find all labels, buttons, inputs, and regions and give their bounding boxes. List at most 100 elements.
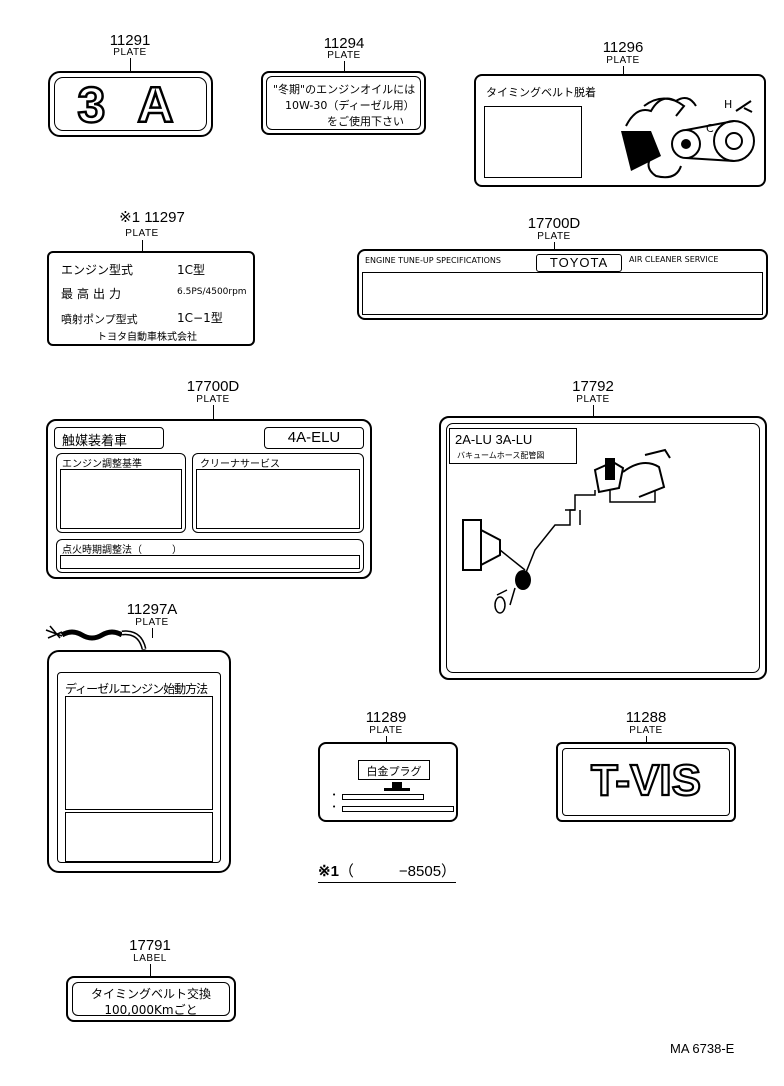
plate-11297A-box-top: [65, 696, 213, 810]
label-17791-inner-border: [72, 982, 230, 1016]
plate-17700D-bottom-box1-label: エンジン調整基準: [62, 459, 142, 470]
plate-11297: エンジン型式 1C型 最高出力 6.5PS/4500rpm 噴射ポンプ型式 1C…: [47, 251, 255, 346]
footnote-marker: ※1: [318, 863, 339, 880]
plate-11294-inner-border: [266, 76, 421, 130]
part-number-17791: 17791: [129, 937, 171, 954]
plate-11296-c-label: C: [706, 122, 714, 135]
plate-11291-inner-border: [54, 77, 207, 131]
part-kind-11297A: PLATE: [135, 617, 169, 628]
part-kind-17792: PLATE: [576, 394, 610, 405]
part-11297-number: 11297: [144, 209, 185, 226]
plate-11297A-inner-border: [57, 672, 221, 863]
plate-17700D-bottom-box2-field: [196, 469, 360, 529]
plate-17700D-bottom-tag: 触媒装着車: [62, 434, 128, 449]
plate-17700D-top-left-label: ENGINE TUNE-UP SPECIFICATIONS: [365, 256, 501, 265]
plate-11289-field-1: [342, 794, 424, 800]
plate-11297A: ディーゼルエンジン始動方法: [47, 650, 231, 873]
plate-17700D-bottom: 触媒装着車 4A-ELU エンジン調整基準 クリーナサービス 点火時期調整法（ …: [46, 419, 372, 579]
part-number-11296: 11296: [602, 39, 644, 56]
leader-line-11288: [646, 736, 647, 743]
plate-11289-title: 白金プラグ: [366, 765, 422, 778]
part-number-17700D-bottom: 17700D: [186, 378, 240, 395]
plate-17700D-bottom-box3-field: [60, 555, 360, 569]
plate-11291: 3 A: [48, 71, 213, 137]
plate-11288-inner-border: [562, 748, 730, 816]
part-number-11291: 11291: [109, 32, 151, 49]
plate-11289-bullet-1: •: [332, 791, 337, 799]
leader-line-11296: [623, 66, 624, 75]
leader-line-11291: [130, 58, 131, 72]
plate-17700D-bottom-model-box: [264, 427, 364, 449]
plate-11297-row3-label: 噴射ポンプ型式: [61, 313, 138, 326]
label-17791: タイミングベルト交換 100,000Kmごと: [66, 976, 236, 1022]
part-kind-17700D-top: PLATE: [537, 231, 571, 242]
leader-line-11297: [142, 240, 143, 252]
plate-11297-row1-label: エンジン型式: [61, 263, 134, 277]
part-kind-11288: PLATE: [629, 725, 663, 736]
plate-17700D-top: ENGINE TUNE-UP SPECIFICATIONS TOYOTA AIR…: [357, 249, 768, 320]
part-kind-11294: PLATE: [327, 50, 361, 61]
plate-17700D-bottom-box1-field: [60, 469, 182, 529]
plate-17792-inner-border: [446, 423, 760, 673]
plate-17700D-bottom-tag-box: [54, 427, 164, 449]
plate-17700D-top-brand: TOYOTA: [549, 255, 609, 270]
part-number-17792: 17792: [572, 378, 614, 395]
part-11297-marker: ※1: [119, 209, 141, 226]
vacuum-hose-diagram: [462, 448, 671, 614]
timing-belt-illustration: [621, 96, 755, 179]
leader-line-17792: [593, 405, 594, 417]
part-number-11294: 11294: [323, 35, 365, 52]
leader-line-17791: [150, 964, 151, 977]
part-kind-11291: PLATE: [113, 47, 147, 58]
part-kind-11297: PLATE: [125, 228, 159, 239]
plate-17700D-bottom-box3: [56, 539, 364, 573]
leader-line-11294: [344, 61, 345, 72]
plate-17700D-bottom-box3-label: 点火時期調整法（ ）: [62, 545, 182, 556]
footnote-text: （ −8505）: [338, 863, 457, 880]
label-17791-line2: 100,000Kmごと: [104, 1003, 198, 1017]
drawing-code: MA 6738-E: [670, 1041, 735, 1056]
plate-11289-title-box: [358, 760, 430, 780]
part-number-11297A: 11297A: [126, 601, 178, 618]
plate-11297-row2-label: 最高出力: [61, 287, 126, 301]
plate-17700D-top-brand-box: [536, 254, 622, 272]
plate-11297A-title: ディーゼルエンジン始動方法: [65, 682, 208, 696]
plate-11294-line2: 10W-30（ディーゼル用）: [285, 99, 415, 112]
plate-17700D-bottom-box2-label: クリーナサービス: [200, 459, 280, 470]
spark-plug-icon: [384, 782, 410, 791]
plate-17792-title-box: [449, 428, 577, 464]
plate-17700D-top-content-box: [362, 272, 763, 315]
footnote: ※1（ −8505）: [318, 860, 457, 883]
plate-11288-text: T-VIS: [590, 755, 702, 806]
part-kind-17700D-bottom: PLATE: [196, 394, 230, 405]
part-kind-11296: PLATE: [606, 55, 640, 66]
plate-11297-maker: トヨタ自動車株式会社: [97, 332, 197, 343]
plate-11289-bullet-2: •: [332, 803, 337, 811]
part-kind-17791: LABEL: [133, 953, 167, 964]
plate-17792: 2A-LU 3A-LU バキュームホース配管図: [439, 416, 767, 680]
plate-11296-blank-box: [484, 106, 582, 178]
leader-line-11297A: [152, 628, 153, 638]
plate-11289-field-2: [342, 806, 454, 812]
plate-11297A-box-bottom: [65, 812, 213, 862]
plate-11297-row1-value: 1C型: [177, 263, 206, 277]
leader-line-17700D-top: [554, 242, 555, 250]
plate-11294-line1: "冬期"のエンジンオイルには: [273, 83, 416, 96]
plate-11289: 白金プラグ • •: [318, 742, 458, 822]
plate-17700D-bottom-model: 4A-ELU: [287, 429, 341, 446]
part-number-17700D-top: 17700D: [527, 215, 581, 232]
plate-11296-title: タイミングベルト脱着: [486, 86, 596, 99]
plate-11296-h-label: H: [724, 98, 733, 111]
plate-11296: タイミングベルト脱着 H C: [474, 74, 766, 187]
plate-11297-row3-value: 1C−1型: [177, 311, 223, 325]
part-number-11297: ※1 11297: [82, 210, 222, 226]
leader-line-17700D-bottom: [213, 405, 214, 420]
plate-17792-subtitle: バキュームホース配管図: [457, 451, 545, 460]
plate-17700D-bottom-box1: [56, 453, 186, 533]
plate-17700D-top-right-label: AIR CLEANER SERVICE: [629, 255, 719, 264]
plate-17792-title: 2A-LU 3A-LU: [455, 432, 533, 447]
plate-17700D-bottom-box2: [192, 453, 364, 533]
label-17791-line1: タイミングベルト交換: [90, 987, 211, 1001]
part-number-11289: 11289: [365, 709, 407, 726]
plate-11294: "冬期"のエンジンオイルには 10W-30（ディーゼル用） をご使用下さい: [261, 71, 426, 135]
